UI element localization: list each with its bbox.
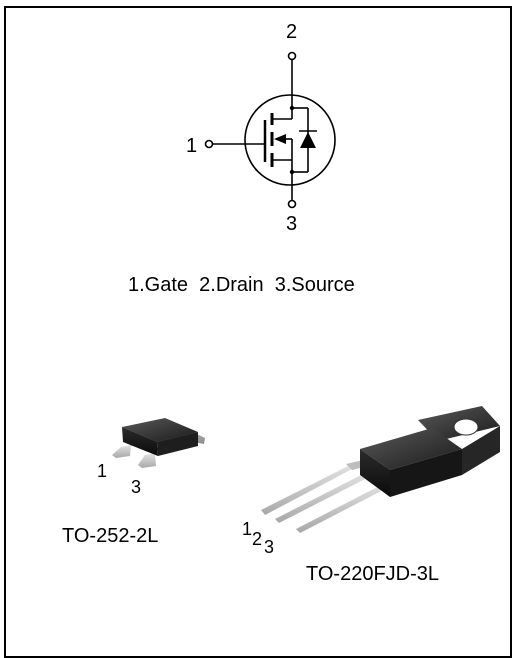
to220-lead-1	[261, 464, 356, 515]
to252-lead-3	[138, 453, 156, 468]
to252-pin-1: 1	[97, 461, 108, 481]
to220-mounting-hole	[453, 418, 479, 436]
drain-terminal	[287, 51, 297, 61]
to220-pin-2: 2	[252, 529, 263, 549]
source-terminal	[287, 199, 297, 209]
to252-lead-1	[112, 445, 131, 458]
to220-tab-side	[462, 426, 500, 475]
junction-dot-bottom	[289, 169, 295, 175]
to252-body-top	[122, 418, 198, 442]
mosfet-symbol	[204, 51, 336, 209]
to220-package-name: TO-220FJD-3L	[306, 563, 440, 585]
mosfet-body-circle	[244, 94, 336, 186]
gate-pin-number: 1	[186, 135, 198, 157]
to220-body-top	[360, 428, 462, 470]
to220-lead-3	[296, 482, 391, 533]
to220-pin-1: 1	[242, 519, 253, 539]
to220-body-side	[390, 449, 462, 497]
to220-package	[261, 406, 500, 533]
junction-dot-top	[289, 105, 295, 111]
to252-package	[112, 418, 205, 468]
source-pin-number: 3	[286, 213, 298, 235]
to252-pin-3: 3	[131, 477, 142, 497]
gate-terminal	[204, 139, 214, 149]
to252-package-name: TO-252-2L	[62, 525, 159, 547]
to220-body-front	[360, 449, 390, 497]
to252-body-side	[157, 432, 198, 456]
to220-pin-3: 3	[264, 537, 275, 557]
to252-body-front	[122, 427, 158, 456]
diode-symbol	[300, 132, 316, 148]
pin-legend: 1.Gate 2.Drain 3.Source	[128, 274, 355, 296]
drain-pin-number: 2	[286, 21, 298, 43]
body-arrow	[274, 134, 286, 144]
to220-lead-2	[275, 472, 371, 523]
